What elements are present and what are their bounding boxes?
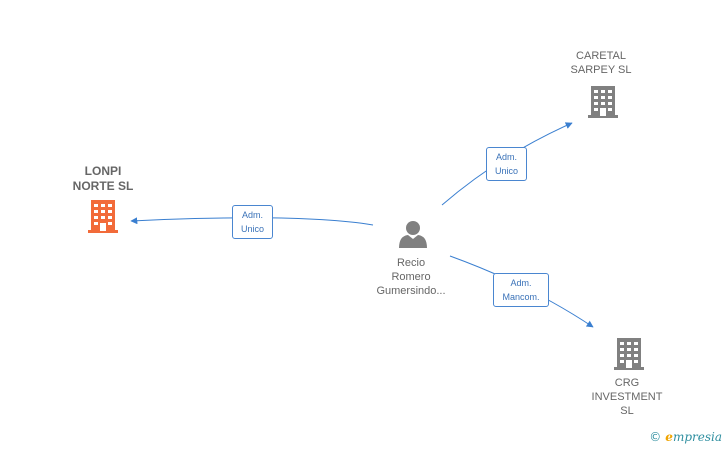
person-icon[interactable] — [399, 221, 427, 248]
label-line: SARPEY SL — [570, 64, 632, 76]
copyright-symbol: © — [649, 430, 662, 444]
label-line: Recio — [396, 257, 426, 269]
label-line: LONPI — [84, 164, 122, 178]
label-line: Unico — [240, 224, 264, 234]
label-line: Unico — [494, 166, 518, 176]
label-line: Romero — [391, 271, 431, 283]
label-line: Adm. — [241, 210, 263, 220]
edge-label-crg: Adm. Mancom. — [493, 273, 549, 307]
building-icon[interactable] — [88, 200, 118, 233]
label-line: SL — [620, 405, 634, 417]
label-line: Adm. — [510, 278, 532, 288]
empresia-watermark: ©empresia — [649, 430, 722, 444]
label-line: CARETAL — [576, 50, 626, 62]
label-line: Mancom. — [502, 292, 540, 302]
label-line: NORTE SL — [72, 179, 134, 193]
building-icon[interactable] — [588, 86, 618, 118]
edge-label-lonpi: Adm. Unico — [232, 205, 273, 239]
edge-to-lonpi — [130, 217, 374, 226]
label-line: Gumersindo... — [376, 285, 446, 297]
company-label-crg[interactable]: CRG INVESTMENT SL — [592, 376, 663, 418]
brand-initial: e — [665, 430, 673, 444]
company-label-lonpi[interactable]: LONPI NORTE SL — [73, 164, 134, 194]
person-label-recio[interactable]: Recio Romero Gumersindo... — [376, 256, 445, 298]
label-line: CRG — [614, 377, 640, 389]
label-line: INVESTMENT — [591, 391, 663, 403]
building-icon[interactable] — [614, 338, 644, 370]
company-label-caretal[interactable]: CARETAL SARPEY SL — [571, 49, 632, 77]
brand-name: mpresia — [672, 430, 722, 444]
edge-label-caretal: Adm. Unico — [486, 147, 527, 181]
label-line: Adm. — [495, 152, 517, 162]
